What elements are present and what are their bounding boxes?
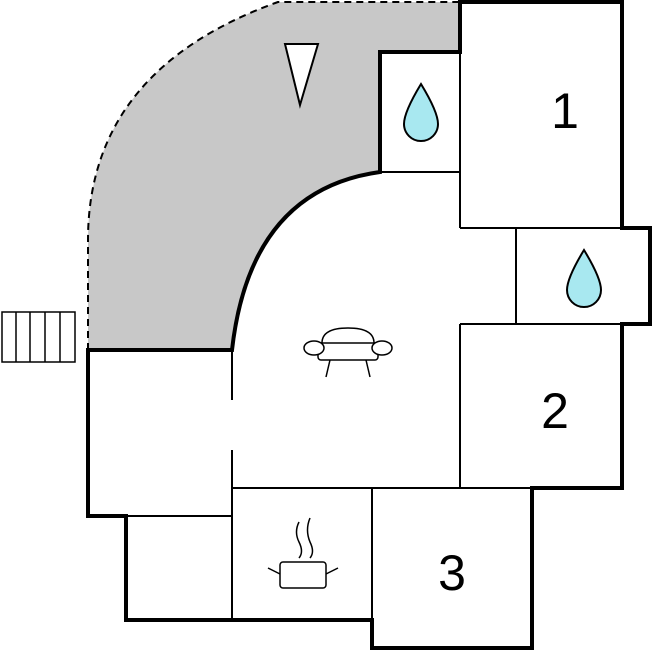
cooking-pot-icon xyxy=(267,517,339,589)
room-1-label: 1 xyxy=(551,83,579,139)
room-3-label: 3 xyxy=(438,545,466,601)
room-2-label: 2 xyxy=(541,383,569,439)
sofa-icon xyxy=(303,327,393,378)
stairs-icon xyxy=(1,311,76,363)
water-drop-icon xyxy=(565,248,603,308)
terrace-dashed-edge xyxy=(87,1,460,350)
north-arrow-icon xyxy=(283,43,320,109)
water-drop-icon xyxy=(402,82,440,142)
interior-walls xyxy=(126,52,622,648)
outer-wall xyxy=(86,0,652,650)
terrace-area xyxy=(88,2,460,350)
